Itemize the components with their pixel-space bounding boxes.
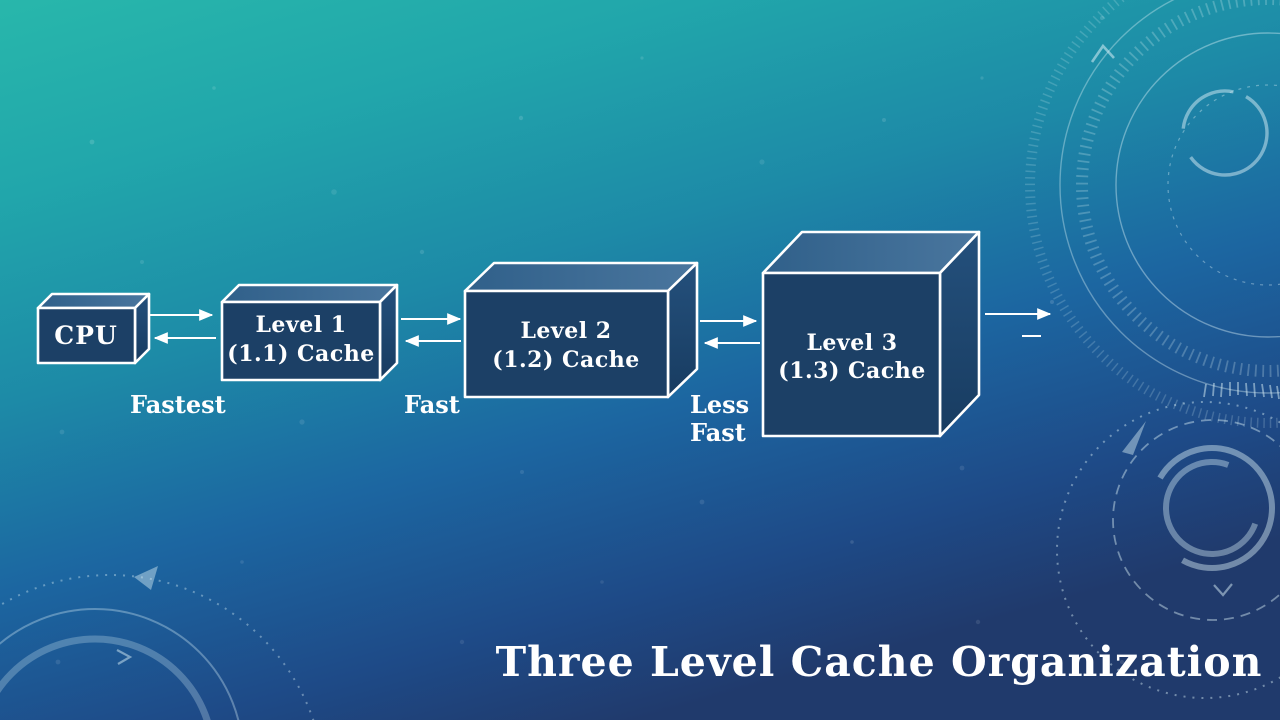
cpu-box-front-face xyxy=(36,306,137,365)
decoration-gauge-bottom-left xyxy=(0,566,315,720)
chevron-right-icon xyxy=(116,649,133,665)
level-1-cache-box: Level 1 (1.1) Cache xyxy=(220,283,399,382)
level-1-box-side-face xyxy=(378,283,399,382)
level-3-label-line-2: (1.3) Cache xyxy=(778,358,925,384)
level-3-cache-box: Level 3 (1.3) Cache xyxy=(761,230,981,438)
speed-labels: Fastest Fast Less Fast xyxy=(130,390,749,447)
speed-label-less-fast-line-1: Less xyxy=(690,390,749,419)
speed-label-fastest: Fastest xyxy=(130,390,226,419)
level-2-box-top-face xyxy=(463,261,699,293)
speed-label-fast: Fast xyxy=(404,390,460,419)
level-3-label-line-1: Level 3 xyxy=(806,330,897,356)
level-2-label-line-2: (1.2) Cache xyxy=(492,347,639,373)
speed-label-less-fast-line-2: Fast xyxy=(690,418,746,447)
level-3-box-front-face xyxy=(761,271,942,438)
decoration-gauge-top-right xyxy=(1025,0,1280,428)
level-1-label-line-2: (1.1) Cache xyxy=(227,341,374,367)
chevron-down-icon xyxy=(1213,583,1233,597)
cpu-label: CPU xyxy=(54,321,118,350)
level-2-box-front-face xyxy=(463,289,670,399)
cpu-box: CPU xyxy=(36,292,151,365)
level-1-box-front-face xyxy=(220,300,382,382)
arrow-west-icon xyxy=(134,566,158,590)
level-2-cache-box: Level 2 (1.2) Cache xyxy=(463,261,699,399)
decoration-gauge-bottom-right xyxy=(1056,382,1280,699)
tick-marks xyxy=(1203,382,1280,400)
cpu-box-side-face xyxy=(133,292,151,365)
level-1-label-line-1: Level 1 xyxy=(255,312,346,338)
arrow-northeast-icon xyxy=(1122,421,1146,455)
chevron-up-icon xyxy=(1090,43,1115,63)
level-1-box-top-face xyxy=(220,283,399,304)
slide-title: Three Level Cache Organization xyxy=(496,638,1263,686)
connector-arrows xyxy=(150,308,1052,349)
background-speckles xyxy=(55,16,1124,665)
level-2-label-line-1: Level 2 xyxy=(520,318,611,344)
cpu-box-top-face xyxy=(36,292,151,310)
